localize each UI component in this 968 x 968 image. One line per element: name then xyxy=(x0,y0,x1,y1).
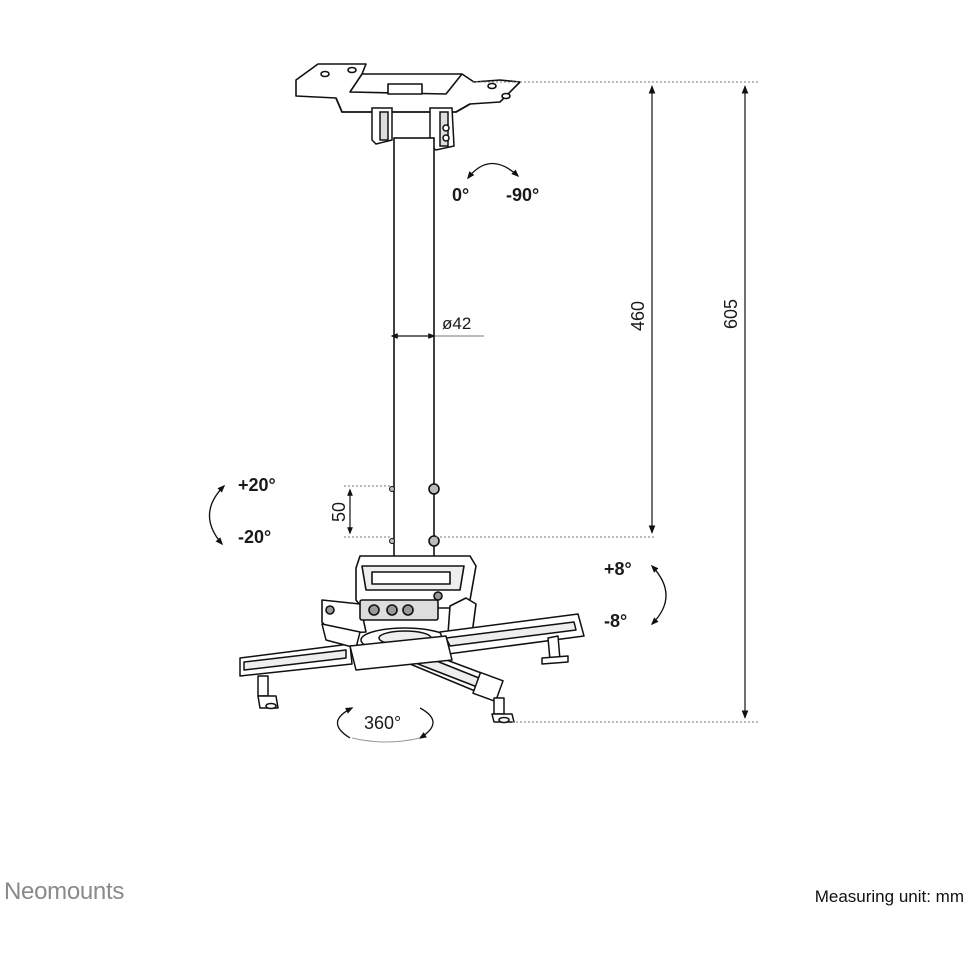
label-roll-down: -8° xyxy=(604,611,627,631)
rotate-arrow xyxy=(336,707,354,739)
label-swivel-end: -90° xyxy=(506,185,539,205)
rotation-arrows xyxy=(208,162,667,743)
brand-logo-text: Neomounts xyxy=(4,878,125,905)
label-drop-height: 460 xyxy=(628,301,648,331)
swivel-arrow xyxy=(467,162,520,180)
label-roll-up: +8° xyxy=(604,559,632,579)
pole xyxy=(389,137,440,575)
label-adjust-step: 50 xyxy=(329,502,349,522)
label-total-height: 605 xyxy=(721,299,741,329)
spider-arms xyxy=(239,613,585,724)
tilt-head xyxy=(321,555,477,635)
rotate-arrow-right xyxy=(418,707,434,739)
label-swivel-start: 0° xyxy=(452,185,469,205)
dimension-lines xyxy=(344,81,760,723)
dimension-arrows xyxy=(347,85,749,719)
roll-arrow xyxy=(650,564,667,626)
label-tilt-up: +20° xyxy=(238,475,276,495)
measuring-unit-note: Measuring unit: mm xyxy=(814,887,964,906)
label-rotate: 360° xyxy=(364,713,401,733)
label-pole-diameter: ø42 xyxy=(442,314,471,333)
label-tilt-down: -20° xyxy=(238,527,271,547)
ceiling-plate xyxy=(295,63,521,113)
tilt-arrow xyxy=(208,484,226,546)
rotate-arc-bottom xyxy=(351,737,421,743)
